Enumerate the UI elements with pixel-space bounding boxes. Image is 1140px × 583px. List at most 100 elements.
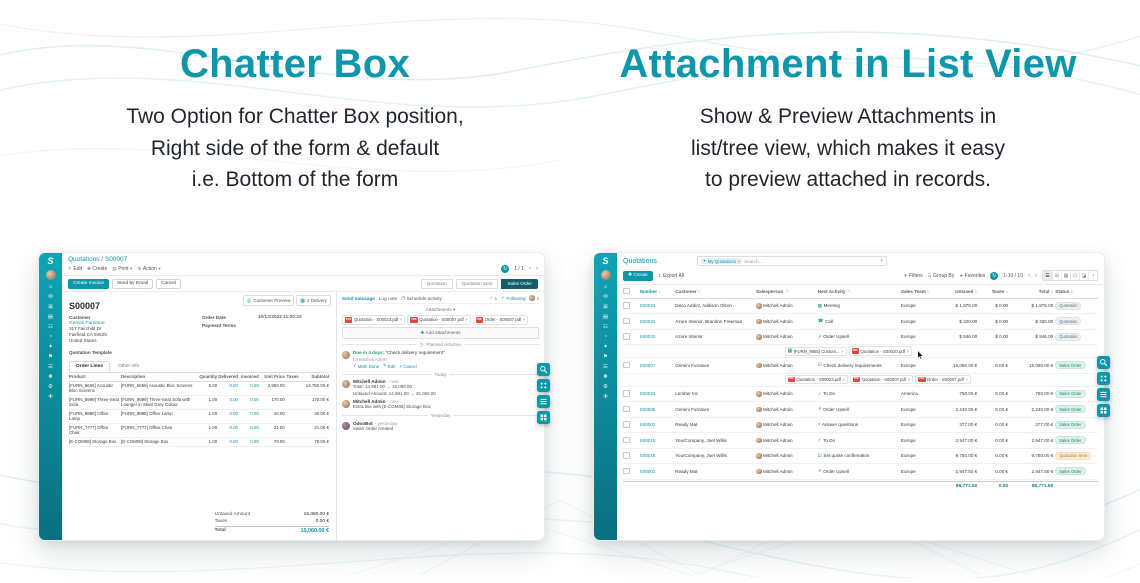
log-note-button[interactable]: Log note (378, 295, 398, 301)
edge-tool-grid-button[interactable] (1097, 404, 1110, 417)
create-button[interactable]: ✚Create (86, 266, 108, 272)
row-checkbox[interactable] (623, 452, 640, 460)
pager-next-icon[interactable]: › (1035, 272, 1037, 279)
remove-attachment-icon[interactable]: × (465, 317, 468, 323)
app-logo[interactable]: S (47, 256, 54, 266)
column-salesperson[interactable]: Salesperson (756, 289, 818, 294)
column-delivered[interactable]: Delivered (218, 374, 238, 380)
status-step[interactable]: Sales Order (501, 278, 538, 289)
column-number[interactable]: Number (640, 289, 676, 294)
edge-tool-apps-button[interactable] (1097, 372, 1110, 385)
remove-attachment-icon[interactable]: × (842, 377, 845, 382)
status-step[interactable]: Quotation Sent (455, 278, 499, 289)
sync-button[interactable]: ↻ (501, 265, 510, 273)
column-total[interactable]: Total (1010, 289, 1055, 294)
row-checkbox[interactable] (623, 390, 640, 398)
next-activity-cell[interactable]: ⇗Order Upsell (818, 468, 901, 474)
order-line-row[interactable]: [FURN_8999] Three-Seat Sofa[FURN_8999] T… (69, 396, 330, 410)
send-message-button[interactable]: Send message (342, 295, 375, 301)
star-counter[interactable]: ☆1 (489, 295, 498, 301)
quotation-number[interactable]: S00020 (639, 334, 656, 340)
remove-attachment-icon[interactable]: × (522, 317, 526, 323)
quotation-number[interactable]: S00002 (639, 468, 656, 474)
app-logo[interactable]: S (602, 256, 609, 266)
edit-button[interactable]: ✎Edit (68, 266, 82, 272)
row-checkbox[interactable] (623, 333, 640, 341)
delivery-smart-button[interactable]: ▦1 Delivery (296, 295, 332, 306)
mark-done-button[interactable]: ✓Mark Done (353, 363, 380, 369)
plus-icon[interactable]: ✚ (48, 394, 53, 400)
spark-icon[interactable]: ✦ (603, 344, 608, 350)
clock-icon[interactable]: ◔ (603, 334, 608, 340)
status-step[interactable]: Quotation (420, 278, 453, 289)
pager-previous-icon[interactable]: ‹ (1028, 272, 1030, 279)
edge-tool-menu-button[interactable] (1097, 388, 1110, 401)
customer-link[interactable]: Gemini Furniture (69, 321, 105, 326)
view-calendar-button[interactable]: ▦ (1061, 271, 1070, 280)
row-checkbox[interactable] (623, 318, 640, 326)
flag-icon[interactable]: ⚑ (603, 354, 608, 360)
row-checkbox[interactable] (623, 302, 640, 310)
print-menu[interactable]: ▤Print▾ (112, 266, 133, 272)
add-attachments-button[interactable]: ✚ Add attachments (342, 327, 539, 340)
edge-tool-apps-button[interactable] (537, 379, 550, 392)
next-activity-cell[interactable]: ⇗Order Upsell (818, 334, 901, 340)
clock-icon[interactable]: ◔ (48, 334, 53, 340)
filters-button[interactable]: ▼Filters (903, 272, 923, 279)
flag-icon[interactable]: ⚑ (48, 354, 53, 360)
quotation-number[interactable]: S00022 (639, 318, 656, 324)
row-checkbox[interactable] (623, 406, 640, 414)
column-subtotal[interactable]: Subtotal (311, 374, 329, 380)
pager-previous-icon[interactable]: ‹ (529, 266, 531, 272)
quotation-number[interactable]: S00008 (639, 406, 656, 412)
sync-button[interactable]: ↻ (990, 271, 999, 280)
row-checkbox[interactable] (623, 362, 640, 370)
create-button[interactable]: ✚ Create (623, 270, 653, 281)
follower-counter[interactable]: 2 (529, 295, 539, 301)
gear-icon[interactable]: ⚙ (603, 384, 608, 390)
diamond-icon[interactable]: ❖ (603, 374, 608, 380)
action-menu[interactable]: ⚙Action▾ (137, 266, 161, 272)
user-avatar[interactable] (45, 270, 56, 280)
next-activity-cell[interactable]: ✓To Do (818, 391, 901, 397)
gear-icon[interactable]: ⚙ (48, 384, 53, 390)
edit-activity-button[interactable]: ✎Edit (383, 363, 396, 369)
order-line-row[interactable]: [FURN_8888] Office Lamp[FURN_8888] Offic… (69, 410, 330, 424)
report-icon[interactable]: ▤ (602, 314, 609, 320)
next-activity-cell[interactable]: ▦Meeting (818, 303, 901, 309)
view-list-button[interactable]: ☰ (1043, 271, 1052, 280)
select-all-checkbox[interactable] (623, 288, 640, 296)
column-sales-team[interactable]: Sales Team (901, 289, 937, 294)
report-icon[interactable]: ▤ (47, 314, 54, 320)
quotation-number[interactable]: S00019 (639, 437, 656, 443)
cancel-button[interactable]: Cancel (155, 278, 181, 289)
remove-attachment-icon[interactable]: × (965, 377, 968, 382)
menu-icon[interactable]: ☰ (603, 364, 608, 370)
plus-icon[interactable]: ✚ (603, 394, 608, 400)
diamond-icon[interactable]: ❖ (48, 374, 53, 380)
next-activity-cell[interactable]: ☑Set quote confirmation (818, 453, 901, 459)
order-line-row[interactable]: [E-COM08] Storage Box[E-COM08] Storage B… (69, 438, 330, 447)
view-pivot-button[interactable]: ⊡ (1070, 271, 1079, 280)
view-graph-button[interactable]: ◪ (1079, 271, 1088, 280)
view-activity-button[interactable]: ◔ (1088, 271, 1097, 280)
quotation-number[interactable]: S00003 (639, 422, 656, 428)
home-icon[interactable]: ⌂ (603, 284, 608, 290)
favorites-button[interactable]: ★Favorites (959, 272, 986, 279)
next-activity-cell[interactable]: ?Answer questions (818, 422, 901, 427)
cancel-activity-button[interactable]: ×Cancel (399, 363, 417, 369)
home-icon[interactable]: ⌂ (48, 284, 53, 290)
next-activity-cell[interactable]: ✓To Do (818, 437, 901, 443)
